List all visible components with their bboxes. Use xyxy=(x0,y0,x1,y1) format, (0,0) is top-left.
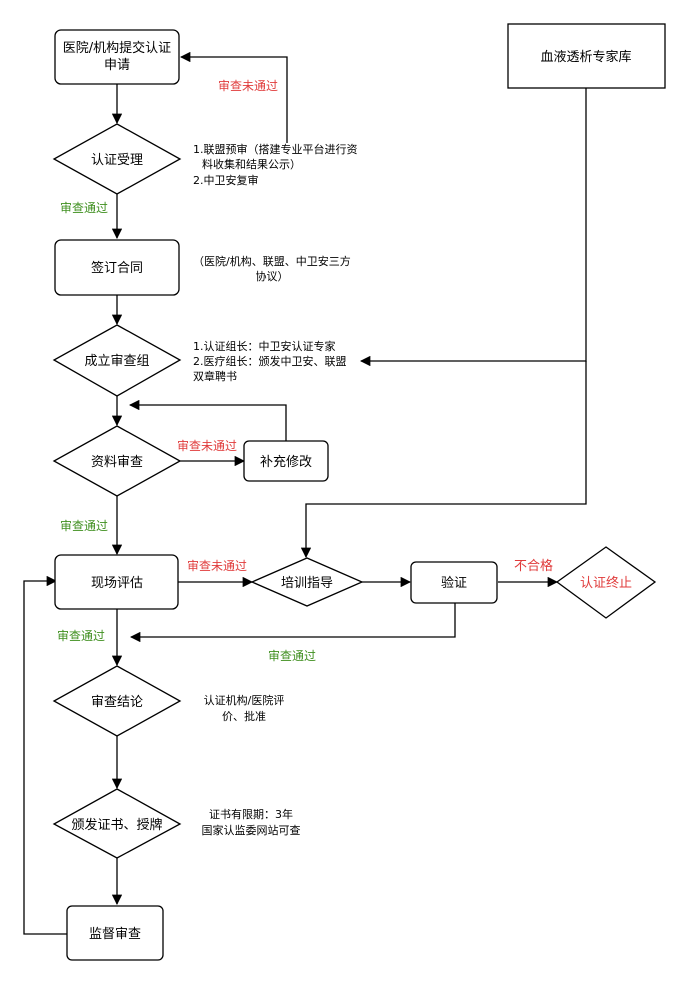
node-conclusion[interactable]: 审查结论 xyxy=(52,665,182,737)
node-onsite-label: 现场评估 xyxy=(91,576,143,591)
node-issue-cert-label: 颁发证书、授牌 xyxy=(71,817,162,833)
node-accept[interactable]: 认证受理 xyxy=(52,123,182,195)
node-supervision-label: 监督审查 xyxy=(89,927,141,942)
node-verify[interactable]: 验证 xyxy=(410,561,498,604)
node-onsite[interactable]: 现场评估 xyxy=(54,554,179,610)
note-cert-line-2: 国家认监委网站可查 xyxy=(202,823,301,837)
note-group: 1.认证组长：中卫安认证专家 2.医疗组长：颁发中卫安、联盟 双章聘书 xyxy=(193,339,347,383)
node-accept-label: 认证受理 xyxy=(91,153,143,168)
node-doc-review-label: 资料审查 xyxy=(91,455,143,470)
note-cert: 证书有限期：3年 国家认监委网站可查 xyxy=(202,807,301,837)
label-review-pass: 审查通过 xyxy=(60,518,108,533)
node-form-group-label: 成立审查组 xyxy=(84,354,149,369)
label-unqualified: 不合格 xyxy=(514,558,553,574)
node-form-group[interactable]: 成立审查组 xyxy=(52,324,182,397)
note-conclusion-line-2: 价、批准 xyxy=(222,709,266,723)
note-accept-line-1: 1.联盟预审（搭建专业平台进行资 xyxy=(193,142,358,156)
note-contract-line-2: 协议） xyxy=(256,269,289,283)
node-verify-label: 验证 xyxy=(441,575,467,591)
note-contract-line-1: （医院/机构、联盟、中卫安三方 xyxy=(193,254,351,268)
label-review-fail: 审查未通过 xyxy=(177,438,237,453)
note-accept-line-3: 2.中卫安复审 xyxy=(193,173,259,187)
label-onsite-pass: 审查通过 xyxy=(57,628,105,643)
node-terminate-label: 认证终止 xyxy=(580,575,632,591)
node-supervision[interactable]: 监督审查 xyxy=(66,905,164,961)
node-contract[interactable]: 签订合同 xyxy=(54,239,180,296)
edge-verify-pass-loop xyxy=(129,603,456,643)
edge-supervision-loop xyxy=(23,575,67,935)
node-apply[interactable]: 医院/机构提交认证 申请 xyxy=(54,29,180,85)
note-accept-line-2: 料收集和结果公示） xyxy=(202,157,301,171)
edge-supplement-loop xyxy=(128,399,287,441)
edge-accept-fail-loop xyxy=(179,51,288,143)
edge-expertdb-to-training xyxy=(300,361,587,559)
node-training-label: 培训指导 xyxy=(281,575,333,591)
label-accept-fail: 审查未通过 xyxy=(218,78,278,93)
edge-expertdb-to-group xyxy=(359,88,587,367)
note-accept: 1.联盟预审（搭建专业平台进行资 料收集和结果公示） 2.中卫安复审 xyxy=(193,142,358,187)
node-supplement-label: 补充修改 xyxy=(260,454,312,470)
node-expert-db[interactable]: 血液透析专家库 xyxy=(507,23,666,89)
node-conclusion-label: 审查结论 xyxy=(91,695,143,710)
note-group-line-3: 双章聘书 xyxy=(193,369,237,383)
note-group-line-1: 1.认证组长：中卫安认证专家 xyxy=(193,339,336,353)
node-expert-db-label: 血液透析专家库 xyxy=(540,49,631,65)
label-accept-pass: 审查通过 xyxy=(60,200,108,215)
note-cert-line-1: 证书有限期：3年 xyxy=(209,807,293,821)
note-conclusion-line-1: 认证机构/医院评 xyxy=(204,693,285,707)
node-doc-review[interactable]: 资料审查 xyxy=(52,425,182,497)
note-contract: （医院/机构、联盟、中卫安三方 协议） xyxy=(193,254,351,283)
label-onsite-fail: 审查未通过 xyxy=(187,558,247,573)
node-apply-label-1: 医院/机构提交认证 xyxy=(63,40,171,56)
node-issue-cert[interactable]: 颁发证书、授牌 xyxy=(52,788,182,859)
node-supplement[interactable]: 补充修改 xyxy=(243,440,329,482)
node-contract-label: 签订合同 xyxy=(91,260,143,276)
node-apply-label-2: 申请 xyxy=(104,58,130,73)
node-terminate[interactable]: 认证终止 xyxy=(555,546,657,619)
edges xyxy=(23,51,587,935)
note-group-line-2: 2.医疗组长：颁发中卫安、联盟 xyxy=(193,354,347,368)
label-verify-pass: 审查通过 xyxy=(268,648,316,663)
note-conclusion: 认证机构/医院评 价、批准 xyxy=(204,693,285,723)
node-training[interactable]: 培训指导 xyxy=(250,557,364,607)
